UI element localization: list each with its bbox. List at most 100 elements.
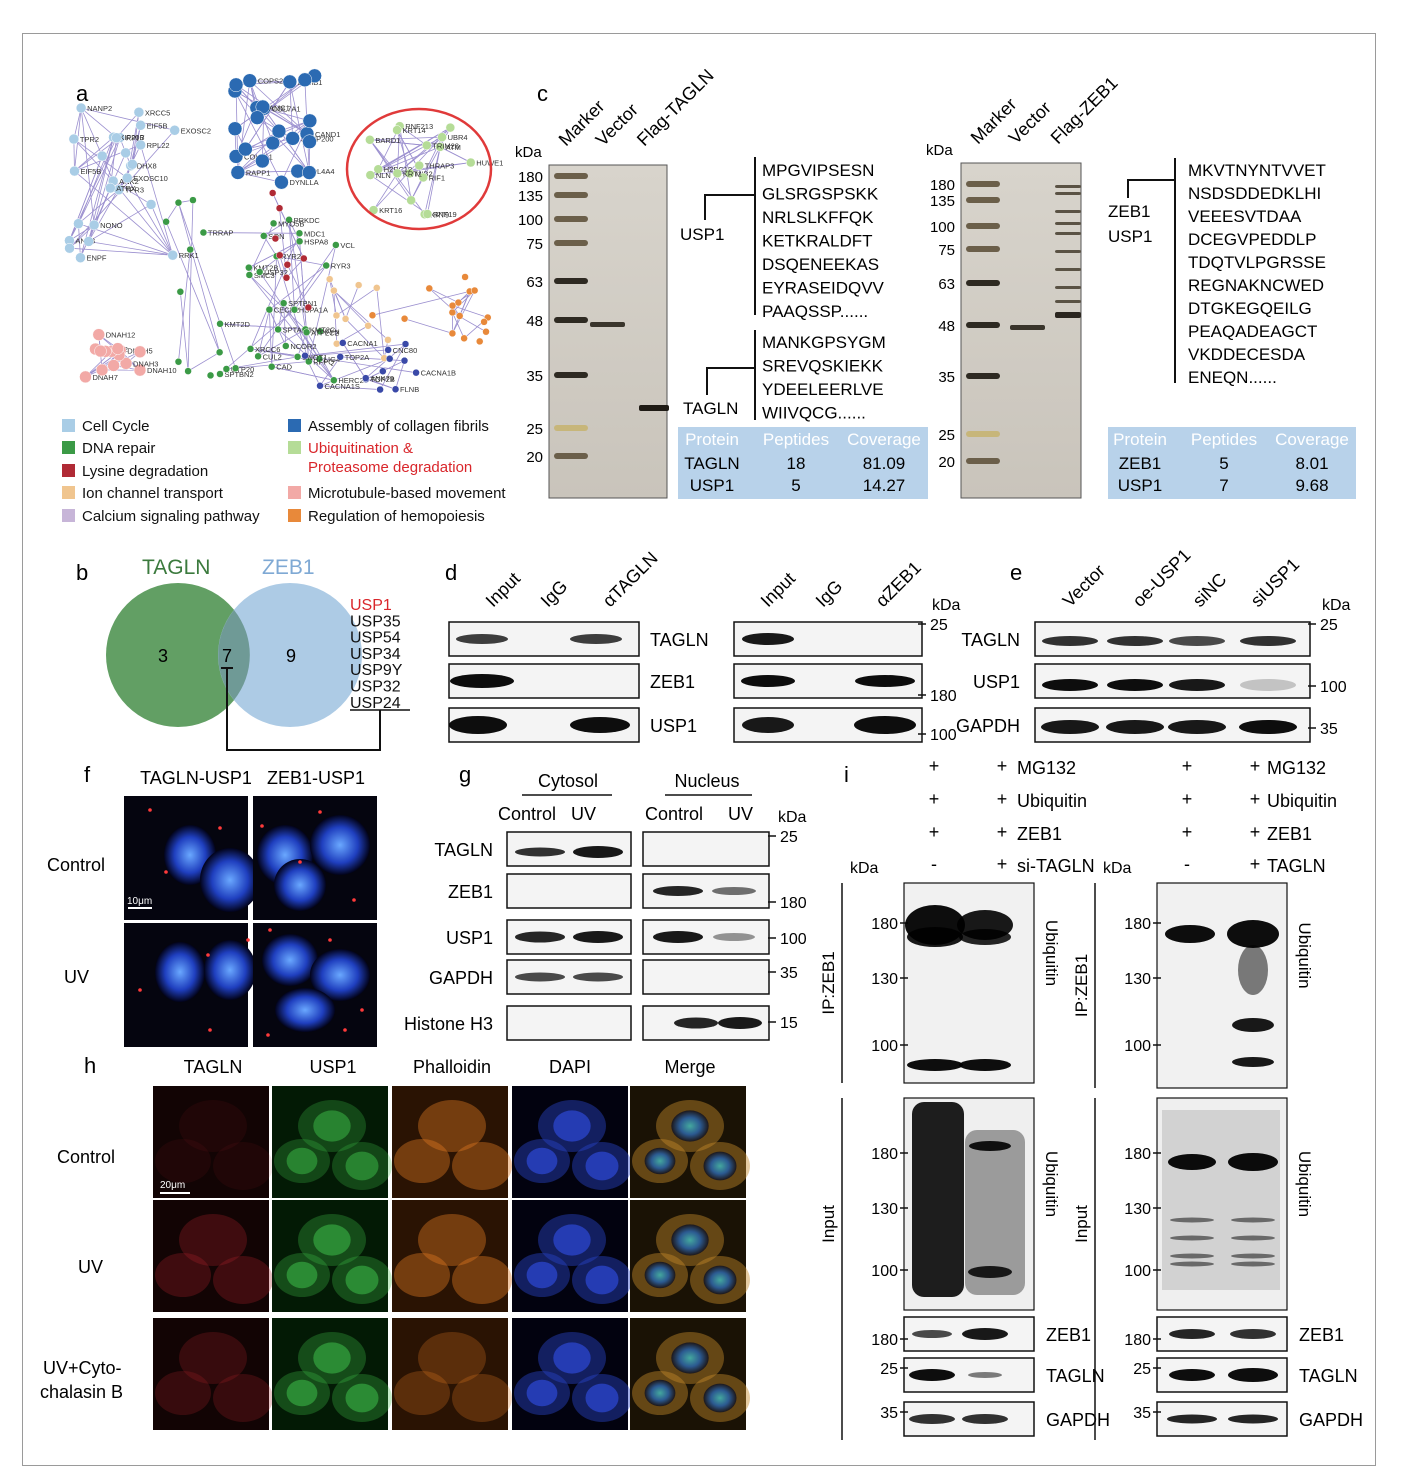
panel-b-venn: TAGLN ZEB1 3 7 9 USP1USP35USP54USP34USP9… (106, 556, 410, 751)
pla-dot (138, 988, 142, 992)
table-cell: 14.27 (863, 476, 906, 495)
blot-band (573, 931, 623, 943)
network-node (246, 345, 255, 353)
cell-body (155, 1139, 211, 1183)
venn-count-overlap: 7 (222, 646, 232, 666)
blot-band (1227, 920, 1279, 948)
nucleus (644, 1261, 676, 1289)
network-edge (93, 137, 121, 226)
network-edge (126, 177, 174, 256)
network-node (105, 182, 116, 194)
ladder-band (966, 223, 1000, 229)
blot-band (1170, 1235, 1214, 1241)
network-node (354, 281, 363, 289)
table-cell: 18 (787, 454, 806, 473)
network-node (384, 346, 392, 354)
network-node (231, 364, 240, 373)
sequence-line: REGNAKNCWED (1188, 276, 1324, 295)
table-header: Peptides (763, 430, 829, 449)
cell-body (394, 1371, 450, 1415)
network-node (454, 298, 463, 307)
network-node (255, 153, 270, 169)
network-node (384, 336, 392, 344)
panel-i-ubiquitination: ++++++-+MG132UbiquitinZEB1si-TAGLNkDaIP:… (819, 756, 1363, 1440)
network-node-label: MYO5B (278, 219, 304, 228)
network-node-label: RNF19 (433, 210, 457, 219)
cell-body (179, 1100, 247, 1152)
blot-band (1230, 1329, 1276, 1339)
blot-strip-nucleus (642, 959, 770, 995)
sequence-line: YDEELEERLVE (762, 380, 884, 399)
network-node (302, 328, 311, 337)
blot-band (907, 927, 963, 947)
protein-label: USP1 (973, 672, 1020, 692)
ip-blot (1156, 882, 1288, 1089)
network-node (361, 374, 370, 382)
network-edge (283, 302, 320, 360)
protein-label: USP1 (680, 225, 724, 244)
network-node (304, 303, 313, 312)
nucleus (553, 1342, 591, 1374)
network-edge (226, 361, 309, 370)
blot-band (909, 1414, 955, 1424)
marker-label: 180 (1124, 916, 1151, 933)
network-node (265, 135, 281, 151)
panel-letters: a b c d e f g h i (76, 81, 1022, 1078)
network-edge (329, 279, 337, 316)
ladder-band (554, 216, 588, 222)
micrograph-panel (392, 1318, 508, 1430)
micrograph-panel (512, 1318, 628, 1430)
network-node (230, 165, 246, 180)
network-node (92, 328, 106, 341)
network-node-label: SPTBN2 (224, 370, 253, 379)
ladder-label: 135 (930, 193, 955, 210)
treatment-mark: + (1182, 756, 1193, 776)
marker-label: 25 (880, 1361, 898, 1378)
sequence-line: ENEQN...... (1188, 368, 1277, 387)
kda-label: kDa (1103, 860, 1132, 877)
protein-label: TAGLN (961, 630, 1020, 650)
column-label: Phalloidin (413, 1057, 491, 1077)
cell-body (418, 1100, 486, 1152)
network-node-label: DNAH3 (133, 359, 158, 368)
micrograph-panel (630, 1086, 746, 1198)
network-node (169, 125, 180, 136)
network-node (325, 275, 334, 283)
cell-body (179, 1214, 247, 1266)
kda-label: kDa (926, 142, 953, 159)
network-edge (249, 274, 335, 381)
network-node (216, 370, 224, 378)
network-node (461, 273, 469, 281)
network-node-label: VCL (340, 241, 355, 250)
blot-band (456, 634, 508, 644)
network-edge (78, 137, 114, 224)
sequence-line: KETKRALDFT (762, 232, 873, 251)
gel-band (639, 405, 669, 411)
network-edge (287, 264, 309, 308)
micrograph-panel (630, 1318, 746, 1430)
blot-band (1169, 679, 1225, 691)
network-node (216, 320, 224, 328)
panel-c-mass-spec: kDa180135100756348352520MarkerVectorFlag… (515, 65, 1356, 499)
marker-label: 130 (871, 971, 898, 988)
network-node-label: RIF1 (429, 173, 445, 182)
network-node (167, 249, 178, 261)
network-edge (78, 137, 121, 224)
nucleus (155, 942, 205, 1002)
blot-smear (1162, 1110, 1280, 1290)
marker-label: 130 (871, 1201, 898, 1218)
column-label: Merge (664, 1057, 715, 1077)
blot-band (741, 675, 795, 687)
treatment-label: MG132 (1017, 758, 1076, 778)
network-node (422, 209, 433, 219)
network-node (385, 354, 394, 363)
blot-band (653, 931, 703, 943)
legend-swatch (288, 419, 301, 432)
protein-label: USP1 (1108, 227, 1152, 246)
lane-label: Input (482, 568, 524, 610)
marker-label: 25 (780, 829, 798, 846)
row-label: UV+Cyto- (43, 1358, 122, 1378)
blot-band (968, 1266, 1012, 1278)
network-node (69, 165, 80, 177)
blot-band (515, 972, 565, 982)
